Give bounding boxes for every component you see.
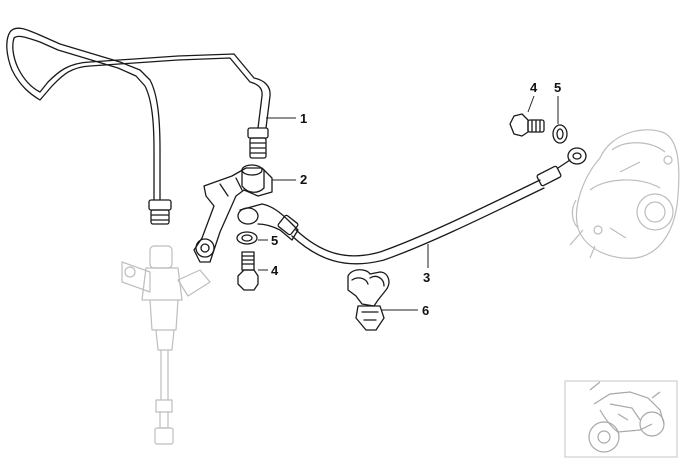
master-cylinder-ghost: [121, 245, 211, 445]
flexible-brake-hose: [237, 147, 587, 265]
callout-2: 2: [300, 172, 307, 187]
brake-line-bracket: [193, 164, 273, 263]
callout-4-lower: 4: [271, 263, 279, 278]
banjo-bolt-lower: [237, 251, 259, 291]
leader-lines: [258, 95, 559, 311]
sealing-ring-upper: [552, 124, 568, 144]
callout-1: 1: [300, 111, 307, 126]
brake-caliper-ghost: [569, 129, 680, 259]
banjo-bolt-upper: [509, 113, 545, 137]
motorcycle-icon: [588, 381, 665, 453]
callout-6: 6: [422, 303, 429, 318]
hose-clip: [347, 269, 390, 331]
callout-4-upper: 4: [530, 80, 538, 95]
callout-3: 3: [423, 270, 430, 285]
rigid-brake-line: [6, 27, 271, 225]
callout-5-lower: 5: [271, 233, 278, 248]
sealing-ring-lower: [236, 231, 258, 245]
motorcycle-thumbnail: [564, 380, 678, 458]
callout-5-upper: 5: [554, 80, 561, 95]
